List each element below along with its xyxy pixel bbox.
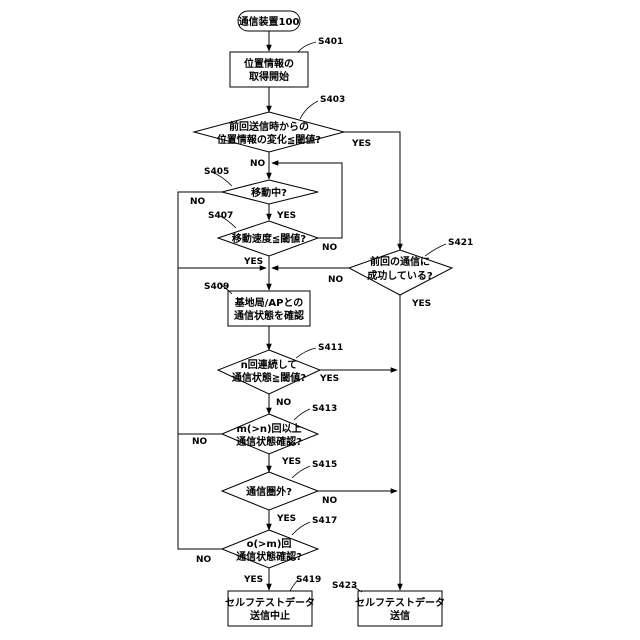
s413-leader [294,409,310,420]
s415-yes-label: YES [276,514,296,524]
s411-line2: 通信状態≧閾値? [232,371,306,384]
s413-step-number: S413 [312,404,337,414]
s417-step-number: S417 [312,516,337,526]
s401-leader [298,42,316,52]
s423-line1: セルフテストデータ [355,596,445,609]
s405-no-label: NO [190,197,206,207]
s413-no-label: NO [192,437,208,447]
s415-text: 通信圏外? [246,485,292,498]
s403-step-number: S403 [320,95,345,105]
s415-leader [292,466,310,478]
s401-line1: 位置情報の [244,57,294,70]
step-s423: セルフテストデータ 送信 S423 [332,581,445,626]
step-s407: 移動速度≦閾値? S407 NO YES [208,211,338,267]
s411-line1: n回連続して [241,358,298,371]
s419-step-number: S419 [296,575,321,585]
s411-no-label: NO [276,398,292,408]
s421-line1: 前回の通信に [370,255,430,268]
line-s417-no-loop [178,268,222,549]
s403-line2: 位置情報の変化≦閾値? [217,133,321,146]
s411-leader [296,348,316,358]
step-s409: 基地局/APとの 通信状態を確認 S409 [204,282,310,326]
s421-leader [425,244,446,256]
s409-line2: 通信状態を確認 [234,309,304,322]
s417-line2: 通信状態確認? [236,550,302,563]
step-s415: 通信圏外? S415 NO YES [222,460,338,524]
s411-step-number: S411 [318,343,343,353]
step-s411: n回連続して 通信状態≧閾値? S411 YES NO [218,343,343,408]
s413-yes-label: YES [281,457,301,467]
s405-step-number: S405 [204,167,229,177]
s407-no-label: NO [322,243,338,253]
step-s403: 前回送信時からの 位置情報の変化≦閾値? S403 YES NO [194,95,371,169]
s411-yes-label: YES [319,374,339,384]
s421-step-number: S421 [448,238,473,248]
s421-line2: 成功している? [367,269,433,282]
s423-step-number: S423 [332,581,357,591]
s403-yes-label: YES [351,139,371,149]
s407-yes-label: YES [243,257,263,267]
s403-leader [300,101,318,119]
s417-yes-label: YES [243,575,263,585]
start-label: 通信装置100 [239,15,300,28]
s415-step-number: S415 [312,460,337,470]
step-s419: セルフテストデータ 送信中止 S419 [225,575,321,626]
s417-line1: o(>m)回 [247,538,292,550]
s417-no-label: NO [196,555,212,565]
s423-line2: 送信 [389,609,410,622]
s407-text: 移動速度≦閾値? [232,232,306,245]
start-terminal: 通信装置100 [238,11,300,31]
s419-line1: セルフテストデータ [225,596,315,609]
s405-yes-label: YES [276,211,296,221]
s419-line2: 送信中止 [249,609,290,622]
arrow-s403-yes-to-s421 [344,132,400,250]
s405-text: 移動中? [251,186,287,199]
s401-step-number: S401 [318,37,343,47]
step-s413: m(>n)回以上 通信状態確認? S413 NO YES [192,404,337,467]
s413-line2: 通信状態確認? [236,435,302,448]
s413-line1: m(>n)回以上 [236,422,301,435]
s401-line2: 取得開始 [249,70,289,83]
step-s421: 前回の通信に 成功している? S421 NO YES [328,238,473,309]
s415-no-label: NO [322,496,338,506]
s403-line1: 前回送信時からの [229,120,309,133]
s409-step-number: S409 [204,282,229,292]
step-s401: 位置情報の 取得開始 S401 [230,37,343,87]
s407-step-number: S407 [208,211,233,221]
s409-line1: 基地局/APとの [234,296,304,309]
s421-yes-label: YES [411,299,431,309]
s403-no-label: NO [250,159,266,169]
s421-no-label: NO [328,275,344,285]
